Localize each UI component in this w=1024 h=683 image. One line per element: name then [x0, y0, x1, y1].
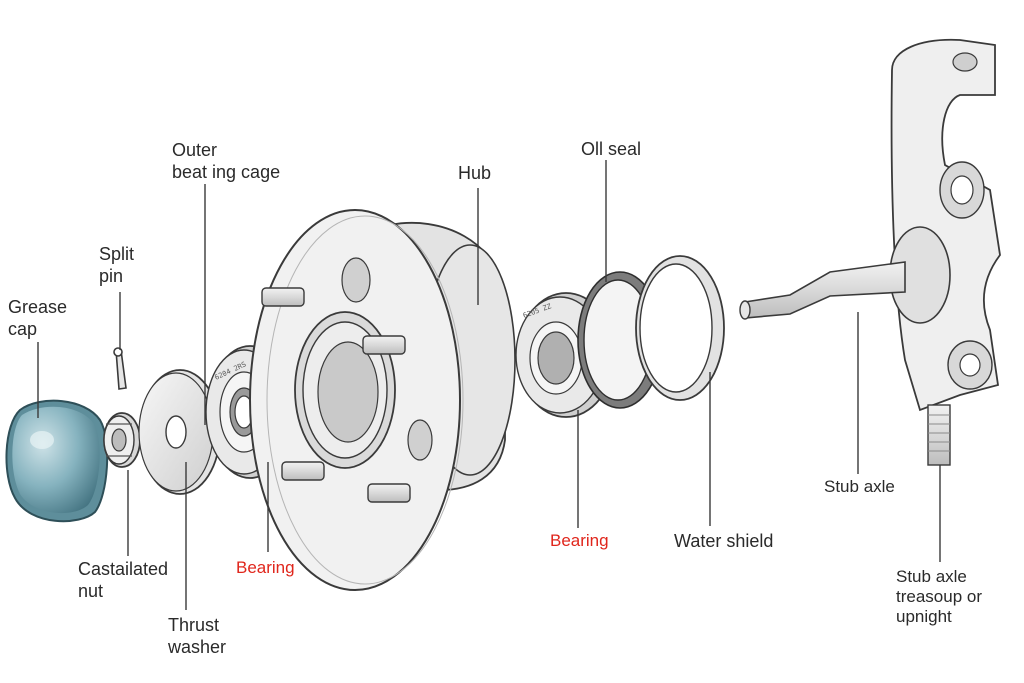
split-pin-part — [113, 347, 127, 390]
water-shield-part — [635, 255, 725, 401]
label-stub-axle-upright: Stub axle treasoup or upnight — [896, 567, 982, 626]
label-oil-seal: Oll seal — [581, 139, 642, 159]
label-stub-axle: Stub axle — [824, 477, 895, 496]
label-hub: Hub — [458, 163, 492, 183]
leader-lines — [37, 160, 941, 610]
castailated-nut-part — [103, 412, 141, 468]
label-castailated-nut: Castailated nut — [78, 559, 169, 601]
label-bearing-inner: Bearing — [550, 531, 609, 550]
grease-cap-part — [5, 399, 109, 523]
hub-part — [249, 209, 516, 591]
wheel-stud-part — [261, 287, 411, 503]
label-water-shield: Water shield — [674, 531, 774, 551]
label-bearing-outer: Bearing — [236, 558, 295, 577]
label-thrust-washer: Thrust washer — [168, 615, 227, 657]
stub-axle-upright-part — [739, 38, 1001, 466]
label-split-pin: Split pin — [99, 244, 135, 286]
label-outer-bearing-cage: Outer beat ing cage — [172, 140, 281, 182]
label-grease-cap: Grease cap — [8, 297, 68, 339]
